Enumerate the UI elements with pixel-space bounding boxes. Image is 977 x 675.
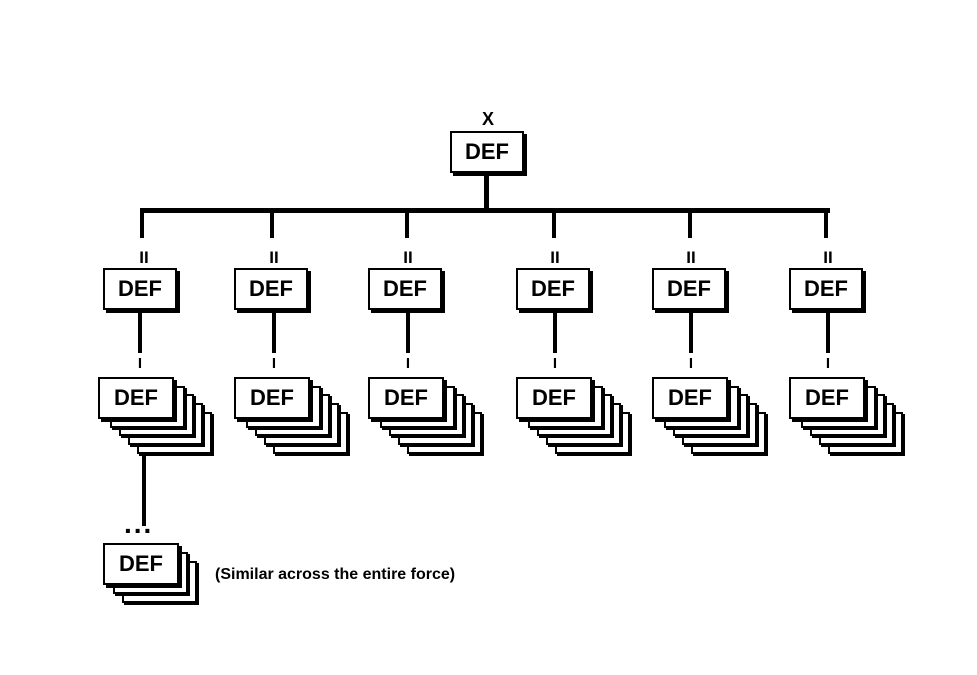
unit-box-mid-5: DEF	[652, 268, 726, 310]
echelon-symbol-mid-5: II	[686, 248, 696, 267]
connector-continuation	[142, 456, 146, 526]
connector-mid-4	[553, 311, 557, 353]
unit-box-sub-3: DEF	[368, 377, 444, 419]
unit-box-sub-1: DEF	[98, 377, 174, 419]
echelon-symbol-sub-2: I	[271, 355, 277, 372]
connector-drop-4	[552, 208, 556, 238]
connector-horizontal-bus	[140, 208, 830, 213]
diagram-note: (Similar across the entire force)	[215, 566, 456, 583]
connector-drop-5	[688, 208, 692, 238]
connector-mid-6	[826, 311, 830, 353]
echelon-symbol-sub-4: I	[552, 355, 558, 372]
unit-box-sub-2: DEF	[234, 377, 310, 419]
echelon-symbol-sub-3: I	[405, 355, 411, 372]
connector-drop-3	[405, 208, 409, 238]
connector-mid-2	[272, 311, 276, 353]
echelon-symbol-mid-6: II	[823, 248, 833, 267]
unit-box-top: DEF	[450, 131, 524, 173]
unit-box-mid-3: DEF	[368, 268, 442, 310]
unit-box-sub-4: DEF	[516, 377, 592, 419]
unit-box-sub-5: DEF	[652, 377, 728, 419]
connector-drop-6	[824, 208, 828, 238]
connector-drop-2	[270, 208, 274, 238]
unit-box-mid-4: DEF	[516, 268, 590, 310]
unit-box-mid-1: DEF	[103, 268, 177, 310]
echelon-symbol-sub-5: I	[688, 355, 694, 372]
continuation-ellipsis: ...	[124, 508, 154, 539]
echelon-symbol-mid-3: II	[403, 248, 413, 267]
unit-box-sub-6: DEF	[789, 377, 865, 419]
echelon-symbol-sub-6: I	[825, 355, 831, 372]
unit-box-mid-6: DEF	[789, 268, 863, 310]
echelon-symbol-mid-2: II	[269, 248, 279, 267]
connector-mid-1	[138, 311, 142, 353]
unit-box-continuation: DEF	[103, 543, 179, 585]
connector-mid-5	[689, 311, 693, 353]
connector-drop-1	[140, 208, 144, 238]
connector-top-down	[484, 172, 489, 212]
unit-box-mid-2: DEF	[234, 268, 308, 310]
echelon-symbol-top: X	[481, 109, 494, 129]
echelon-symbol-mid-4: II	[550, 248, 560, 267]
echelon-symbol-mid-1: II	[139, 248, 149, 267]
connector-mid-3	[406, 311, 410, 353]
echelon-symbol-sub-1: I	[137, 355, 143, 372]
